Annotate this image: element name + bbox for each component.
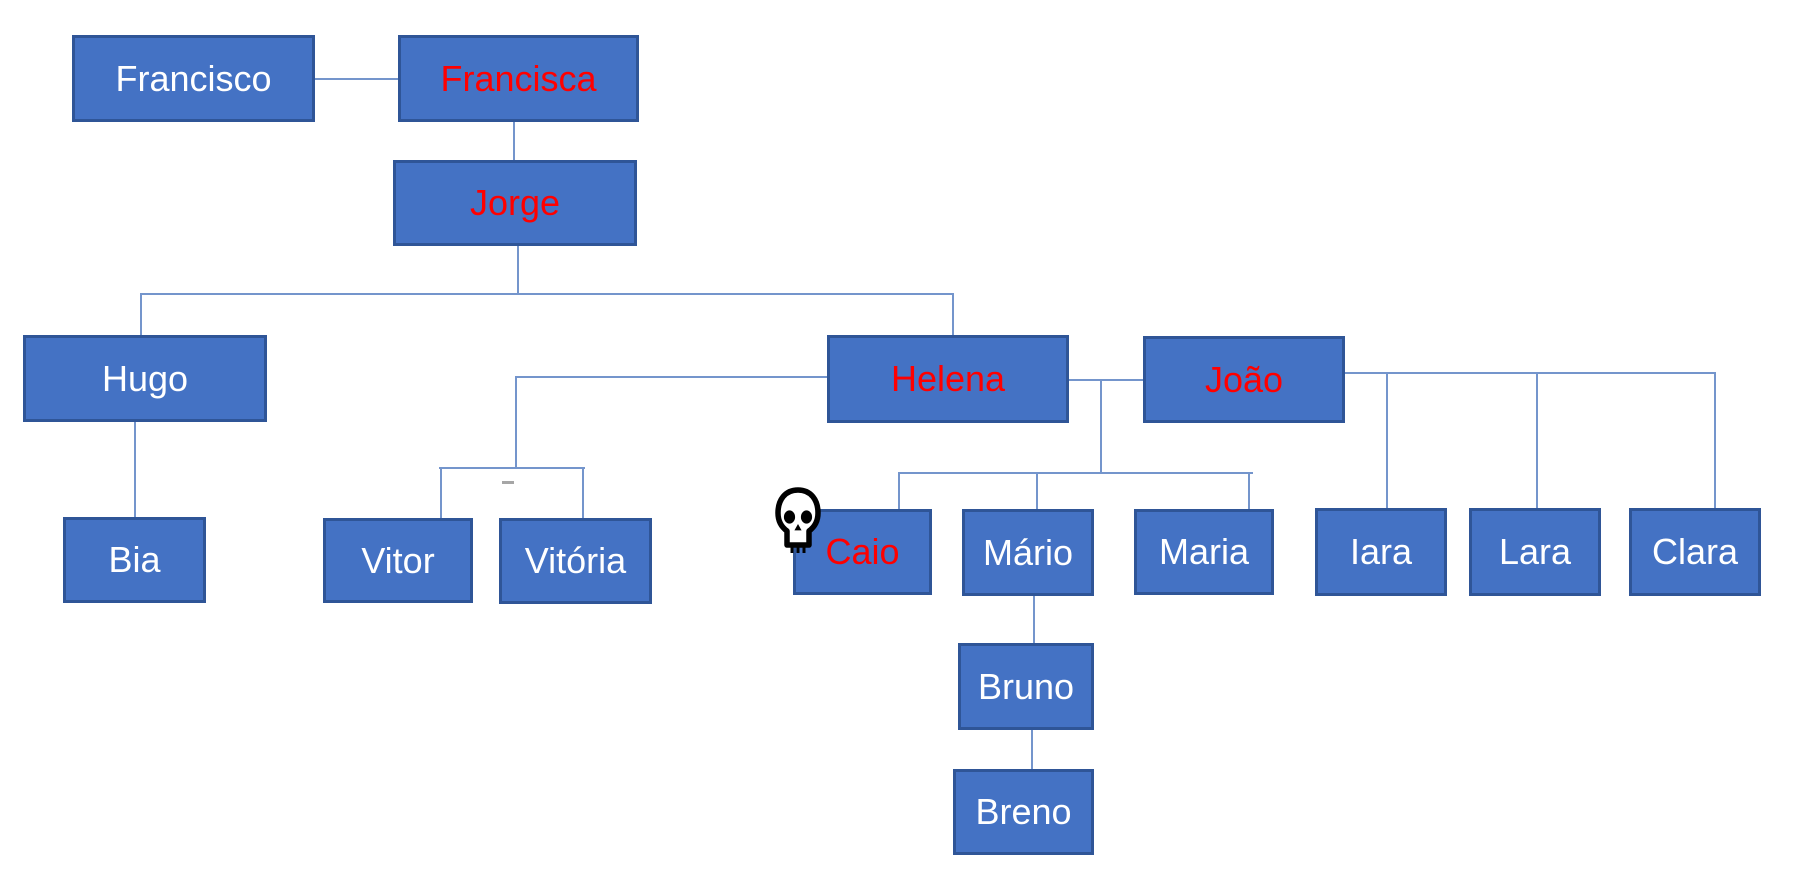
node-lara[interactable]: Lara bbox=[1469, 508, 1601, 596]
node-label: Lara bbox=[1498, 531, 1572, 572]
node-caio[interactable]: Caio bbox=[793, 509, 932, 595]
connector-helena-left-stem bbox=[515, 376, 517, 468]
node-label: Breno bbox=[975, 791, 1072, 832]
connector-drop-clara bbox=[1714, 372, 1716, 508]
node-label: Francisco bbox=[115, 57, 272, 99]
node-breno[interactable]: Breno bbox=[953, 769, 1094, 855]
node-label: Bia bbox=[108, 539, 161, 580]
node-mario[interactable]: Mário bbox=[962, 509, 1094, 596]
connector-bruno-breno bbox=[1031, 730, 1033, 769]
node-label: Clara bbox=[1651, 531, 1739, 572]
node-label: Vitor bbox=[361, 539, 435, 581]
node-label: Francisca bbox=[440, 57, 597, 99]
node-vitor[interactable]: Vitor bbox=[323, 518, 473, 603]
connector-helena-left bbox=[515, 376, 827, 378]
connector-hugo-bia bbox=[134, 422, 136, 517]
connector-drop-helena bbox=[952, 293, 954, 335]
connector-helena-joao bbox=[1069, 379, 1143, 381]
connector-drop-maria bbox=[1248, 472, 1250, 509]
connector-drop-iara bbox=[1386, 372, 1388, 508]
node-clara[interactable]: Clara bbox=[1629, 508, 1761, 596]
node-label: Vitória bbox=[524, 540, 627, 581]
node-label: Helena bbox=[890, 358, 1006, 399]
node-maria[interactable]: Maria bbox=[1134, 509, 1274, 595]
node-label: Mário bbox=[982, 531, 1074, 573]
node-label: Jorge bbox=[469, 182, 561, 223]
connector-francisco-francisca bbox=[315, 78, 398, 80]
node-hugo[interactable]: Hugo bbox=[23, 335, 267, 422]
connector-francisca-jorge bbox=[513, 122, 515, 160]
connector-drop-vitoria bbox=[582, 467, 584, 518]
node-label: Iara bbox=[1349, 531, 1413, 572]
node-jorge[interactable]: Jorge bbox=[393, 160, 637, 246]
node-joao[interactable]: João bbox=[1143, 336, 1345, 423]
skull-icon[interactable] bbox=[772, 486, 824, 560]
connector-vitor-vitoria-branch bbox=[439, 467, 585, 469]
node-francisco[interactable]: Francisco bbox=[72, 35, 315, 122]
connector-drop-mario bbox=[1036, 472, 1038, 509]
node-helena[interactable]: Helena bbox=[827, 335, 1069, 423]
node-vitoria[interactable]: Vitória bbox=[499, 518, 652, 604]
stray-dash bbox=[502, 481, 514, 484]
connector-drop-caio bbox=[898, 472, 900, 509]
connector-mario-bruno bbox=[1033, 596, 1035, 643]
node-label: João bbox=[1204, 358, 1284, 400]
node-label: Bruno bbox=[977, 665, 1075, 707]
connector-drop-vitor bbox=[440, 467, 442, 518]
node-bia[interactable]: Bia bbox=[63, 517, 206, 603]
node-francisca[interactable]: Francisca bbox=[398, 35, 639, 122]
node-bruno[interactable]: Bruno bbox=[958, 643, 1094, 730]
node-label: Hugo bbox=[101, 357, 189, 399]
connector-drop-hugo bbox=[140, 293, 142, 335]
node-label: Caio bbox=[825, 531, 900, 572]
connector-helena-joao-stem bbox=[1100, 379, 1102, 473]
node-label: Maria bbox=[1158, 531, 1250, 572]
connector-jorge-stem bbox=[517, 246, 519, 294]
connector-joao-right-branch bbox=[1345, 372, 1715, 374]
node-iara[interactable]: Iara bbox=[1315, 508, 1447, 596]
connector-caio-mario-maria-branch bbox=[898, 472, 1253, 474]
connector-jorge-branch bbox=[140, 293, 953, 295]
connector-drop-lara bbox=[1536, 372, 1538, 508]
